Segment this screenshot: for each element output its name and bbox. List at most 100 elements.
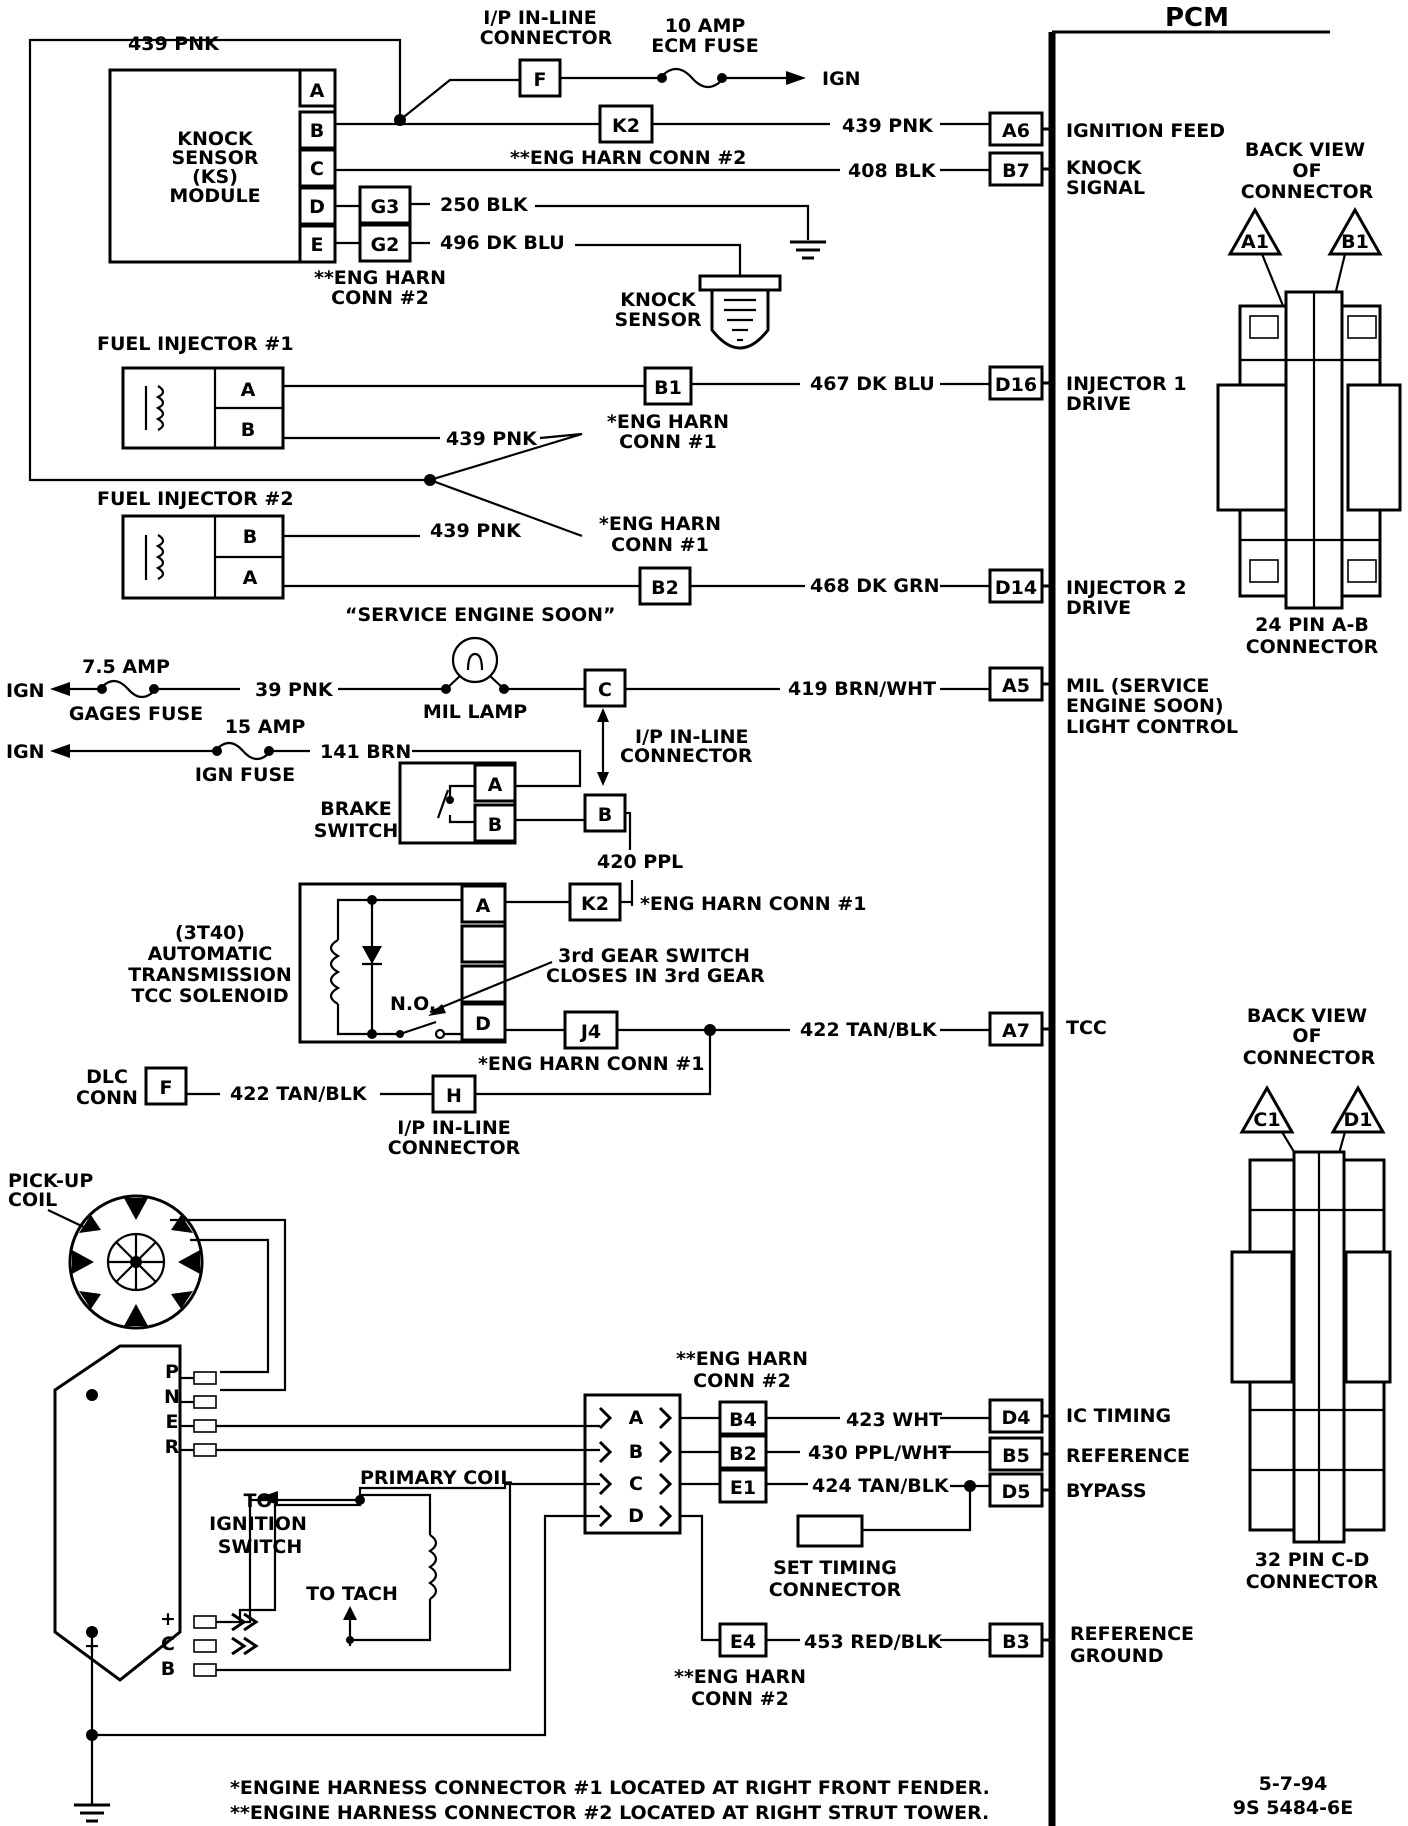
svg-text:KNOCK: KNOCK bbox=[620, 289, 697, 311]
svg-text:IGN FUSE: IGN FUSE bbox=[195, 764, 295, 786]
svg-text:TCC: TCC bbox=[1066, 1017, 1107, 1039]
connector-ab-back-view: BACK VIEW OF CONNECTOR A1 B1 24 PIN A-B … bbox=[1216, 139, 1402, 658]
svg-text:CONN #2: CONN #2 bbox=[693, 1370, 791, 1392]
svg-text:COIL: COIL bbox=[8, 1189, 57, 1211]
svg-text:KNOCK: KNOCK bbox=[1066, 157, 1143, 179]
svg-text:IGN: IGN bbox=[6, 741, 45, 763]
conn-k2-top bbox=[598, 104, 654, 144]
svg-text:453 RED/BLK: 453 RED/BLK bbox=[804, 1631, 943, 1653]
svg-text:I/P IN-LINE: I/P IN-LINE bbox=[397, 1117, 510, 1139]
svg-text:BRAKE: BRAKE bbox=[320, 798, 392, 820]
wire-439-pnk-inj1: 439 PNK bbox=[283, 428, 583, 538]
svg-text:422 TAN/BLK: 422 TAN/BLK bbox=[230, 1083, 368, 1105]
svg-text:B4: B4 bbox=[729, 1409, 757, 1431]
pcm-pin-a7: A7 TCC bbox=[988, 1011, 1107, 1047]
svg-text:CLOSES IN 3rd GEAR: CLOSES IN 3rd GEAR bbox=[546, 965, 765, 987]
svg-text:B: B bbox=[629, 1441, 643, 1463]
svg-text:A: A bbox=[629, 1407, 644, 1429]
wire-424-tan-blk: E1 424 TAN/BLK bbox=[680, 1468, 990, 1532]
svg-text:B: B bbox=[488, 814, 502, 836]
svg-text:D: D bbox=[628, 1505, 644, 1527]
pickup-coil: PICK-UP COIL bbox=[8, 1170, 287, 1392]
svg-text:A: A bbox=[243, 567, 258, 589]
hei-connector: A B C D bbox=[583, 1393, 682, 1535]
svg-text:FUEL INJECTOR #2: FUEL INJECTOR #2 bbox=[97, 488, 294, 510]
dlc-connector: DLC CONN F 422 TAN/BLK H I/P IN-LINE CON… bbox=[76, 1066, 521, 1159]
tcc-solenoid: A D N.O. (3T40) AUTOMATIC TRANSMISSION T… bbox=[128, 882, 765, 1044]
svg-text:CONNECTOR: CONNECTOR bbox=[769, 1579, 902, 1601]
svg-text:B: B bbox=[310, 120, 324, 142]
svg-text:K2: K2 bbox=[581, 893, 609, 915]
svg-text:SENSOR: SENSOR bbox=[171, 147, 258, 169]
fuel-injector-1: FUEL INJECTOR #1 A B bbox=[97, 333, 294, 450]
knock-sensor: KNOCK SENSOR bbox=[614, 274, 782, 350]
svg-text:BACK VIEW: BACK VIEW bbox=[1245, 139, 1365, 161]
svg-text:439 PNK: 439 PNK bbox=[430, 520, 522, 542]
svg-text:TCC SOLENOID: TCC SOLENOID bbox=[131, 985, 288, 1007]
svg-text:E4: E4 bbox=[730, 1631, 756, 1653]
svg-text:R: R bbox=[165, 1436, 180, 1458]
wire-496-dk-blu: G2 496 DK BLU **ENG HARN CONN #2 bbox=[314, 223, 742, 309]
svg-text:OF: OF bbox=[1292, 1025, 1321, 1047]
svg-text:468 DK GRN: 468 DK GRN bbox=[810, 575, 940, 597]
svg-text:A5: A5 bbox=[1002, 675, 1030, 697]
fuel-injector-2: FUEL INJECTOR #2 B A bbox=[97, 488, 294, 600]
svg-text:7.5 AMP: 7.5 AMP bbox=[82, 656, 170, 678]
svg-text:CONN #2: CONN #2 bbox=[691, 1688, 789, 1710]
svg-text:**ENG HARN: **ENG HARN bbox=[674, 1666, 806, 1688]
wire-468-dk-grn: B2 468 DK GRN bbox=[283, 566, 990, 606]
wire-453-red-blk: E4 453 RED/BLK **ENG HARN CONN #2 bbox=[674, 1514, 990, 1710]
svg-text:467 DK BLU: 467 DK BLU bbox=[810, 373, 935, 395]
svg-text:INJECTOR 2: INJECTOR 2 bbox=[1066, 577, 1187, 599]
svg-text:REFERENCE: REFERENCE bbox=[1066, 1445, 1190, 1467]
svg-text:424 TAN/BLK: 424 TAN/BLK bbox=[812, 1475, 950, 1497]
wire-250-blk-ground: G3 250 BLK bbox=[335, 185, 826, 260]
svg-text:C1: C1 bbox=[1253, 1109, 1280, 1131]
wire-430-ppl-wht: B2 430 PPL/WHT bbox=[680, 1434, 990, 1470]
svg-text:PRIMARY COIL: PRIMARY COIL bbox=[360, 1467, 512, 1489]
pcm-pin-b5: B5 REFERENCE bbox=[988, 1436, 1190, 1472]
mil-lamp-circuit: IGN 7.5 AMP GAGES FUSE 39 PNK MIL LAMP C… bbox=[6, 636, 990, 786]
svg-text:BYPASS: BYPASS bbox=[1066, 1480, 1147, 1502]
svg-text:408 BLK: 408 BLK bbox=[848, 160, 937, 182]
svg-text:OF: OF bbox=[1292, 160, 1321, 182]
set-timing-connector: SET TIMING CONNECTOR bbox=[769, 1514, 902, 1601]
wire-420-ppl: K2 *ENG HARN CONN #1 bbox=[505, 880, 866, 922]
svg-text:CONNECTOR: CONNECTOR bbox=[1241, 181, 1374, 203]
svg-text:D5: D5 bbox=[1002, 1481, 1031, 1503]
pcm-pin-d14: D14 INJECTOR 2 DRIVE bbox=[988, 568, 1187, 619]
ecm-fuse-branch: F I/P IN-LINE CONNECTOR 10 AMP ECM FUSE … bbox=[399, 7, 861, 121]
pcm-title: PCM bbox=[1165, 3, 1229, 33]
svg-text:D1: D1 bbox=[1344, 1109, 1373, 1131]
footnote-1: *ENGINE HARNESS CONNECTOR #1 LOCATED AT … bbox=[230, 1777, 990, 1799]
svg-text:N.O.: N.O. bbox=[390, 993, 436, 1015]
pcm-pin-a5: A5 MIL (SERVICE ENGINE SOON) LIGHT CONTR… bbox=[988, 666, 1238, 738]
primary-coil: PRIMARY COIL TO IGNITION SWITCH TO TACH bbox=[209, 1467, 512, 1656]
svg-text:*ENG HARN CONN #1: *ENG HARN CONN #1 bbox=[478, 1053, 704, 1075]
svg-text:K2: K2 bbox=[612, 115, 640, 137]
wire-439-pnk-a6: K2 439 PNK bbox=[335, 104, 990, 144]
svg-text:SIGNAL: SIGNAL bbox=[1066, 177, 1145, 199]
svg-text:B: B bbox=[161, 1658, 175, 1680]
svg-text:496 DK BLU: 496 DK BLU bbox=[440, 232, 565, 254]
svg-text:24 PIN A-B: 24 PIN A-B bbox=[1255, 614, 1369, 636]
svg-text:DRIVE: DRIVE bbox=[1066, 597, 1131, 619]
wire-408-blk: 408 BLK **ENG HARN CONN #2 bbox=[335, 147, 990, 182]
svg-text:D4: D4 bbox=[1002, 1407, 1031, 1429]
svg-text:439 PNK: 439 PNK bbox=[128, 33, 220, 55]
svg-text:C: C bbox=[161, 1633, 175, 1655]
svg-text:+: + bbox=[84, 1635, 100, 1657]
svg-text:D16: D16 bbox=[995, 374, 1037, 396]
svg-text:A: A bbox=[310, 80, 325, 102]
svg-text:CONNECTOR: CONNECTOR bbox=[1243, 1047, 1376, 1069]
knock-sensor-module: A B C D E KNOCK SENSOR (KS) MODULE bbox=[108, 68, 337, 264]
svg-text:MIL (SERVICE: MIL (SERVICE bbox=[1066, 675, 1209, 697]
svg-text:J4: J4 bbox=[579, 1021, 601, 1043]
wire-439-pnk-inj2: 439 PNK *ENG HARN CONN #1 bbox=[283, 513, 721, 556]
svg-text:E: E bbox=[311, 234, 324, 256]
svg-text:A1: A1 bbox=[1241, 231, 1269, 253]
svg-text:**ENG HARN CONN #2: **ENG HARN CONN #2 bbox=[510, 147, 746, 169]
svg-text:CONNECTOR: CONNECTOR bbox=[480, 27, 613, 49]
svg-text:I/P IN-LINE: I/P IN-LINE bbox=[635, 726, 748, 748]
svg-text:N: N bbox=[164, 1386, 180, 1408]
